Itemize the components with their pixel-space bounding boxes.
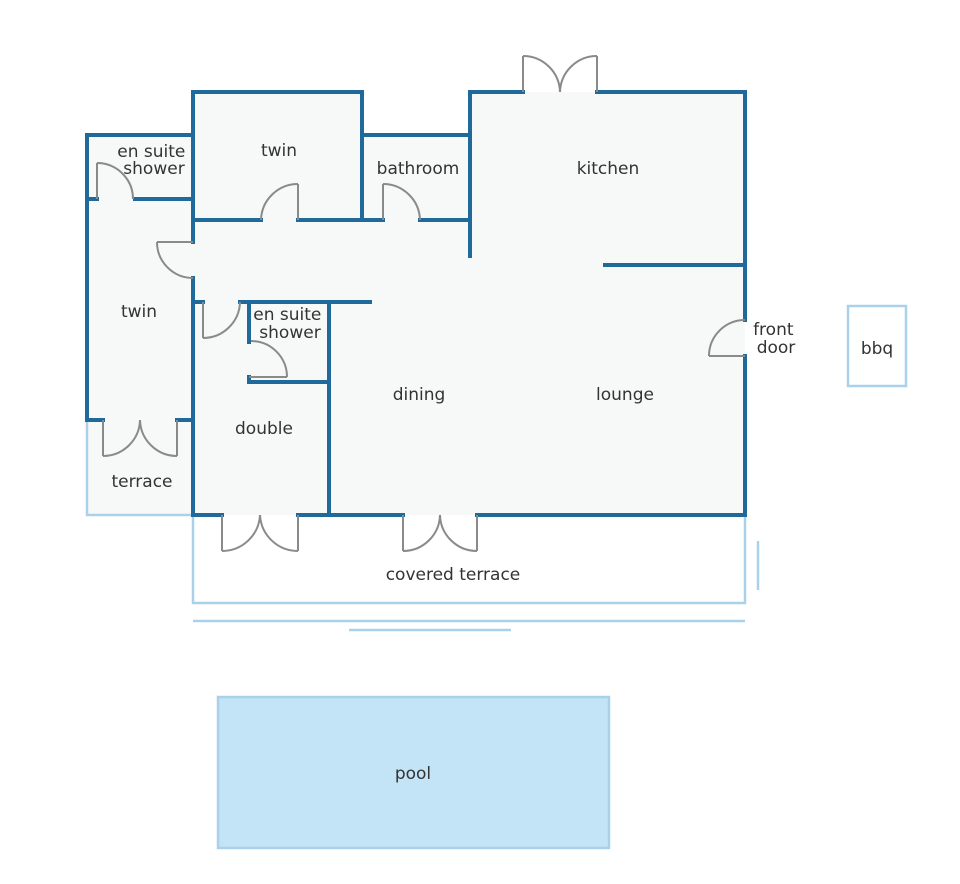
label-pool: pool: [395, 764, 431, 784]
label-dining: dining: [393, 385, 446, 405]
house-floor: [87, 92, 745, 515]
label-front-door-line1: front: [753, 320, 794, 340]
label-en-suite-shower-2: en suite shower: [253, 305, 327, 343]
en-suite-2-door: [249, 340, 288, 378]
twin-left-door: [156, 241, 194, 279]
label-covered-terrace: covered terrace: [386, 565, 521, 585]
doors: [96, 55, 746, 553]
terrace-outline: [85, 420, 193, 517]
label-kitchen: kitchen: [577, 159, 640, 179]
kitchen-french-door: [522, 55, 598, 93]
label-double: double: [235, 419, 293, 439]
front-door: [708, 319, 746, 357]
label-front-door: front door: [753, 320, 799, 358]
label-terrace: terrace: [111, 472, 172, 492]
label-twin-left: twin: [121, 302, 157, 322]
pool: [216, 695, 611, 850]
bathroom-door: [382, 183, 421, 221]
dining-french-door: [402, 514, 478, 552]
label-front-door-line2: door: [757, 338, 796, 358]
label-twin-top: twin: [261, 141, 297, 161]
label-lounge: lounge: [596, 385, 654, 405]
walls: [85, 90, 747, 517]
exterior-outlines: [85, 304, 908, 632]
bbq-outline: [846, 304, 908, 388]
label-bbq: bbq: [861, 339, 893, 359]
double-french-door: [221, 514, 299, 553]
label-en-suite-shower-1-line1: en suite: [117, 142, 185, 162]
en-suite-1-door: [96, 162, 134, 200]
label-en-suite-shower-1: en suite shower: [117, 142, 191, 179]
covered-terrace-outline: [191, 515, 747, 605]
label-en-suite-shower-1-line2: shower: [123, 159, 184, 179]
double-door: [202, 301, 241, 339]
room-labels: en suite shower twin bathroom kitchen tw…: [111, 141, 893, 784]
terrace-french-door: [102, 419, 178, 457]
twin-top-door: [260, 183, 299, 221]
label-en-suite-shower-2-line1: en suite: [253, 305, 321, 325]
label-en-suite-shower-2-line2: shower: [259, 323, 320, 343]
label-bathroom: bathroom: [377, 159, 460, 179]
